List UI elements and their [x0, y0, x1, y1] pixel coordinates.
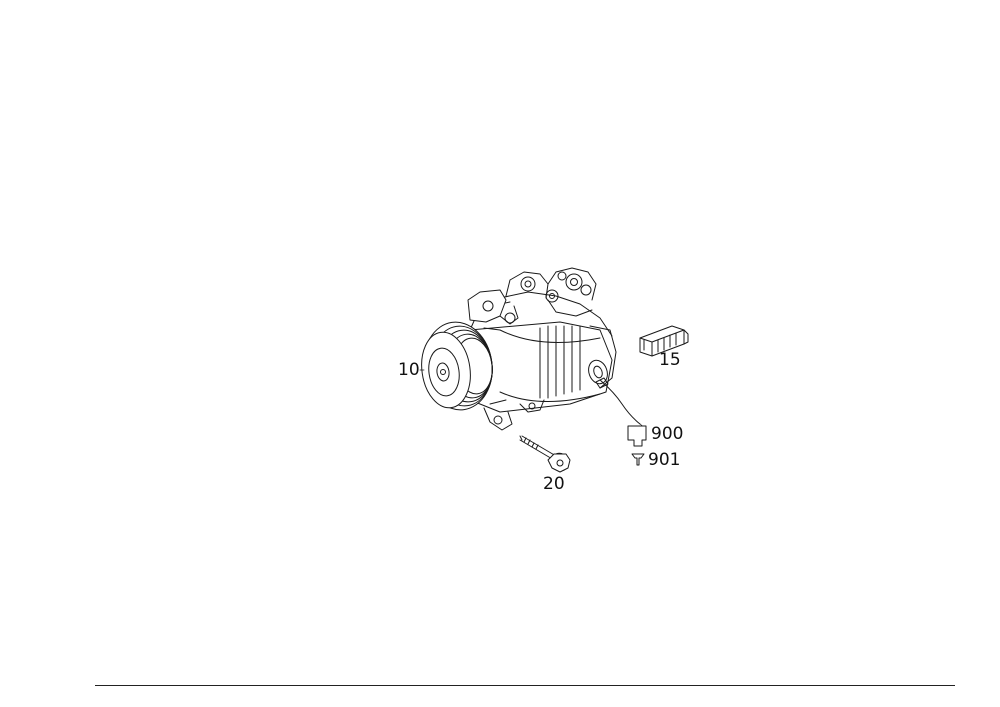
callout-label-10: 10 — [398, 360, 420, 380]
connector-plug-drawing — [639, 325, 689, 357]
bolt-drawing — [519, 435, 571, 473]
footer-divider — [95, 685, 955, 686]
compressor-drawing — [421, 267, 641, 431]
callout-label-901: 901 — [648, 450, 681, 470]
symbol-box-900 — [627, 425, 647, 447]
callout-label-900: 900 — [651, 424, 684, 444]
callout-label-15: 15 — [659, 350, 681, 370]
callout-label-20: 20 — [543, 474, 565, 494]
symbol-t-901 — [631, 453, 645, 466]
